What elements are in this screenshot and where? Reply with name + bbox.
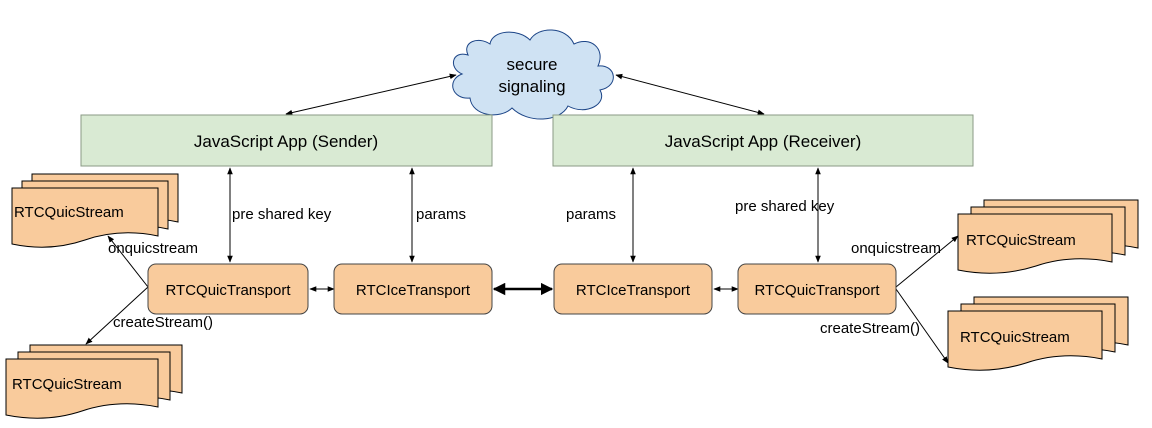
ice-transport-left-label: RTCIceTransport	[356, 282, 471, 299]
stream-doc-front	[11, 187, 159, 248]
connector-create-left	[85, 286, 149, 345]
label-psk-right: pre shared key	[735, 198, 835, 215]
stream-label-top-right: RTCQuicStream	[966, 232, 1076, 249]
connector-create-right	[895, 288, 949, 364]
edge-labels: pre shared key params params pre shared …	[108, 198, 941, 337]
quic-transport-right: RTCQuicTransport	[737, 263, 897, 315]
stream-stack-top-right: RTCQuicStream	[957, 199, 1139, 274]
cloud-label-line1: secure	[506, 55, 557, 74]
quic-transport-left-label: RTCQuicTransport	[165, 282, 291, 299]
connector-cloud-sender	[285, 73, 457, 116]
stream-stack-top-left: RTCQuicStream	[11, 173, 179, 248]
label-create-left: createStream()	[113, 314, 213, 331]
ice-transport-right-box	[553, 263, 713, 315]
ice-transport-right-label: RTCIceTransport	[576, 282, 691, 299]
label-params-right: params	[566, 206, 616, 223]
quic-transport-right-box	[737, 263, 897, 315]
connector-onquic-left	[107, 235, 149, 288]
stream-label-top-left: RTCQuicStream	[14, 204, 124, 221]
secure-signaling-cloud: secure signaling	[452, 29, 614, 120]
stream-label-bottom-right: RTCQuicStream	[960, 329, 1070, 346]
receiver-app-box	[552, 114, 974, 167]
quic-transport-left: RTCQuicTransport	[147, 263, 309, 315]
stream-doc-front	[957, 213, 1113, 274]
cloud-shape	[452, 29, 614, 120]
ice-transport-right: RTCIceTransport	[553, 263, 713, 315]
receiver-app: JavaScript App (Receiver)	[552, 114, 974, 167]
label-onquic-left: onquicstream	[108, 240, 198, 257]
ice-transport-left: RTCIceTransport	[333, 263, 493, 315]
label-onquic-right: onquicstream	[851, 240, 941, 257]
receiver-app-label: JavaScript App (Receiver)	[665, 132, 862, 151]
connector-cloud-receiver	[615, 73, 765, 116]
label-create-right: createStream()	[820, 320, 920, 337]
sender-app: JavaScript App (Sender)	[80, 114, 493, 167]
quic-transport-left-box	[147, 263, 309, 315]
label-params-left: params	[416, 206, 466, 223]
connectors	[85, 73, 959, 364]
label-psk-left: pre shared key	[232, 206, 332, 223]
stream-doc-front	[5, 358, 159, 419]
stream-stack-bottom-right: RTCQuicStream	[947, 296, 1129, 371]
sender-app-label: JavaScript App (Sender)	[194, 132, 378, 151]
stream-label-bottom-left: RTCQuicStream	[12, 376, 122, 393]
sender-app-box	[80, 114, 493, 167]
quic-transport-right-label: RTCQuicTransport	[754, 282, 880, 299]
stream-doc-front	[947, 310, 1103, 371]
cloud-label-line2: signaling	[498, 77, 565, 96]
stream-stack-bottom-left: RTCQuicStream	[5, 344, 183, 419]
connector-onquic-right	[895, 235, 959, 288]
ice-transport-left-box	[333, 263, 493, 315]
